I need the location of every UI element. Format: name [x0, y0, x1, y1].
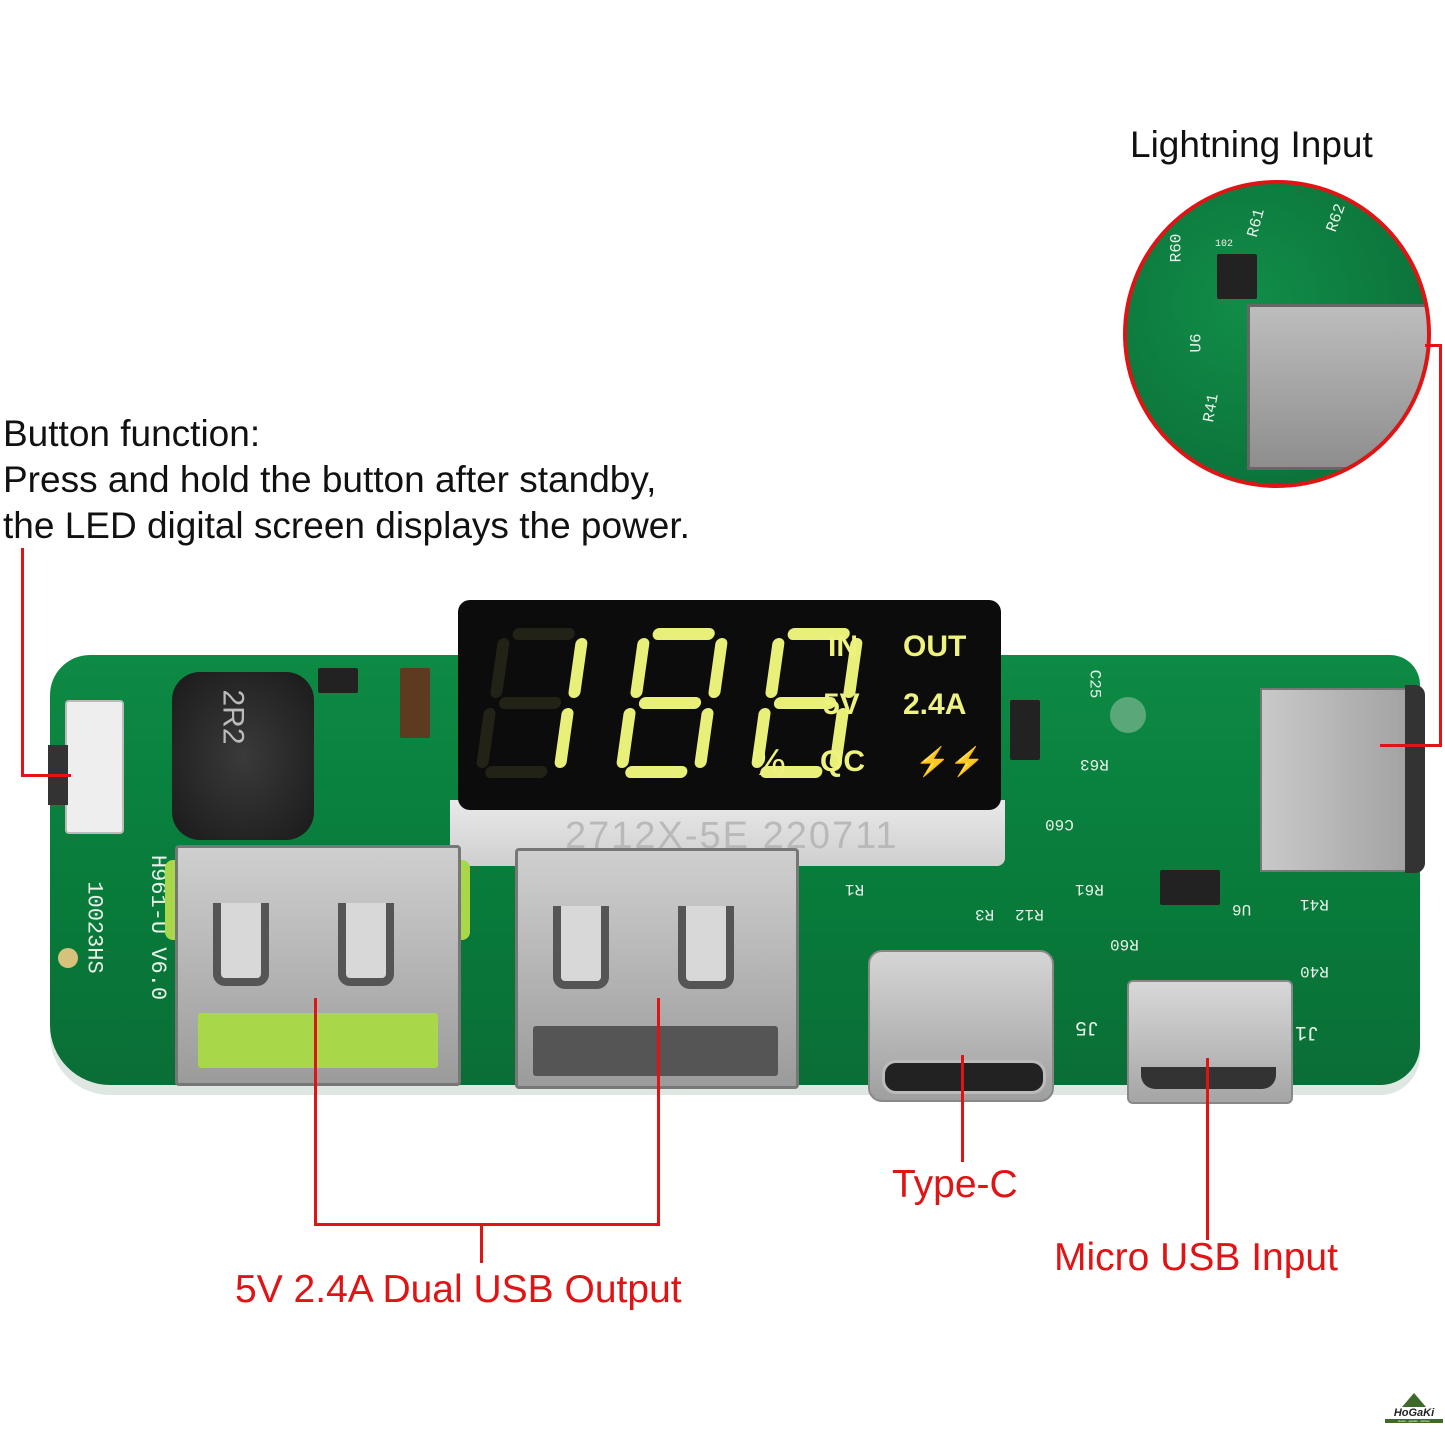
board-serial: 10023HS	[81, 881, 107, 974]
chip-u6	[1217, 254, 1257, 299]
logo-house-icon	[1402, 1393, 1426, 1407]
chip	[1160, 870, 1220, 905]
leader-line-button	[21, 548, 24, 776]
silk-r3: R3	[975, 905, 995, 923]
inset-silk-r61: R61	[1243, 206, 1269, 240]
inset-silk-r62: R62	[1323, 201, 1350, 235]
silk-r63: R63	[1080, 755, 1109, 773]
usb-tongue	[198, 1013, 438, 1068]
segment-g	[638, 697, 702, 709]
leader-line-lightning	[1380, 744, 1442, 747]
test-pad	[1110, 697, 1146, 733]
lightning-input-label: Lightning Input	[1130, 124, 1373, 165]
display-label-2-4a: 2.4A	[903, 688, 967, 721]
silk-r41: R41	[1300, 895, 1329, 913]
usb-contact	[213, 903, 269, 986]
segment-d	[484, 766, 549, 778]
leader-line-lightning	[1425, 344, 1441, 347]
type-c-label: Type-C	[892, 1163, 1018, 1206]
inset-silk-u6: U6	[1187, 333, 1206, 353]
inset-silk-r41: R41	[1200, 392, 1223, 424]
display-label-5v: 5V	[823, 688, 860, 721]
led-display	[458, 600, 1001, 810]
logo-tagline: Home · garden · kitchen	[1385, 1419, 1443, 1423]
silk-c25: C25	[1085, 669, 1104, 699]
lightning-port[interactable]	[1260, 688, 1419, 872]
power-button[interactable]	[65, 700, 124, 834]
lightning-port-closeup: R60 R61 R62 U6 R41 102	[1123, 180, 1431, 488]
display-label-qc: QC	[820, 745, 865, 778]
display-label-out: OUT	[903, 630, 967, 663]
silk-r1: R1	[845, 880, 865, 898]
usb-a-port-1[interactable]	[175, 845, 461, 1086]
silk-j5: J5	[1075, 1015, 1100, 1038]
leader-line-button	[21, 774, 71, 777]
silk-r40: R40	[1300, 962, 1329, 980]
inductor	[172, 672, 314, 840]
button-function-line1: Press and hold the button after standby,	[3, 459, 657, 500]
leader-line-lightning	[1439, 344, 1442, 746]
silk-r12: R12	[1015, 905, 1044, 923]
usb-tongue	[533, 1026, 778, 1076]
segment-f	[629, 638, 651, 698]
segment-g	[498, 697, 562, 709]
mounting-hole	[58, 948, 78, 968]
leader-line-usb	[657, 998, 660, 1226]
silk-c60: C60	[1045, 815, 1074, 833]
usb-contact	[338, 903, 394, 986]
silk-r61: R61	[1075, 880, 1104, 898]
inset-silk-r60: R60	[1167, 233, 1186, 263]
segment-f	[764, 638, 786, 698]
display-label-in: IN	[828, 630, 858, 663]
segment-d	[624, 766, 689, 778]
lightning-port-closeup-metal	[1247, 304, 1427, 470]
segment-a	[511, 628, 576, 640]
leader-line-micro	[1206, 1058, 1209, 1240]
logo-name: HoGaKi	[1393, 1407, 1435, 1419]
segment-a	[651, 628, 716, 640]
button-function-title: Button function:	[3, 413, 261, 454]
hogaki-logo: HoGaKi Home · garden · kitchen	[1385, 1393, 1443, 1423]
leader-line-usb	[480, 1223, 483, 1263]
dual-usb-output-label: 5V 2.4A Dual USB Output	[235, 1268, 682, 1311]
leader-line-usb	[314, 998, 317, 1226]
micro-usb-label: Micro USB Input	[1054, 1236, 1338, 1279]
capacitor-array	[400, 668, 430, 738]
silk-u6: U6	[1232, 900, 1252, 918]
type-c-opening	[882, 1060, 1046, 1094]
percent-sign: %	[752, 742, 786, 784]
lightning-bolt-icon: ⚡⚡	[915, 746, 985, 777]
usb-contact	[553, 906, 609, 989]
silk-r60: R60	[1110, 935, 1139, 953]
micro-usb-port[interactable]	[1127, 980, 1293, 1104]
inset-silk-102: 102	[1215, 239, 1234, 250]
leader-line-usb	[314, 1223, 660, 1226]
chip	[1010, 700, 1040, 760]
silk-j1: J1	[1295, 1020, 1320, 1043]
button-function-line2: the LED digital screen displays the powe…	[3, 505, 690, 546]
lightning-port-opening	[1405, 685, 1425, 873]
leader-line-typec	[961, 1055, 964, 1162]
usb-contact	[678, 906, 734, 989]
smd-component	[318, 668, 358, 693]
inductor-marking: 2R2	[216, 689, 250, 745]
segment-f	[489, 638, 511, 698]
